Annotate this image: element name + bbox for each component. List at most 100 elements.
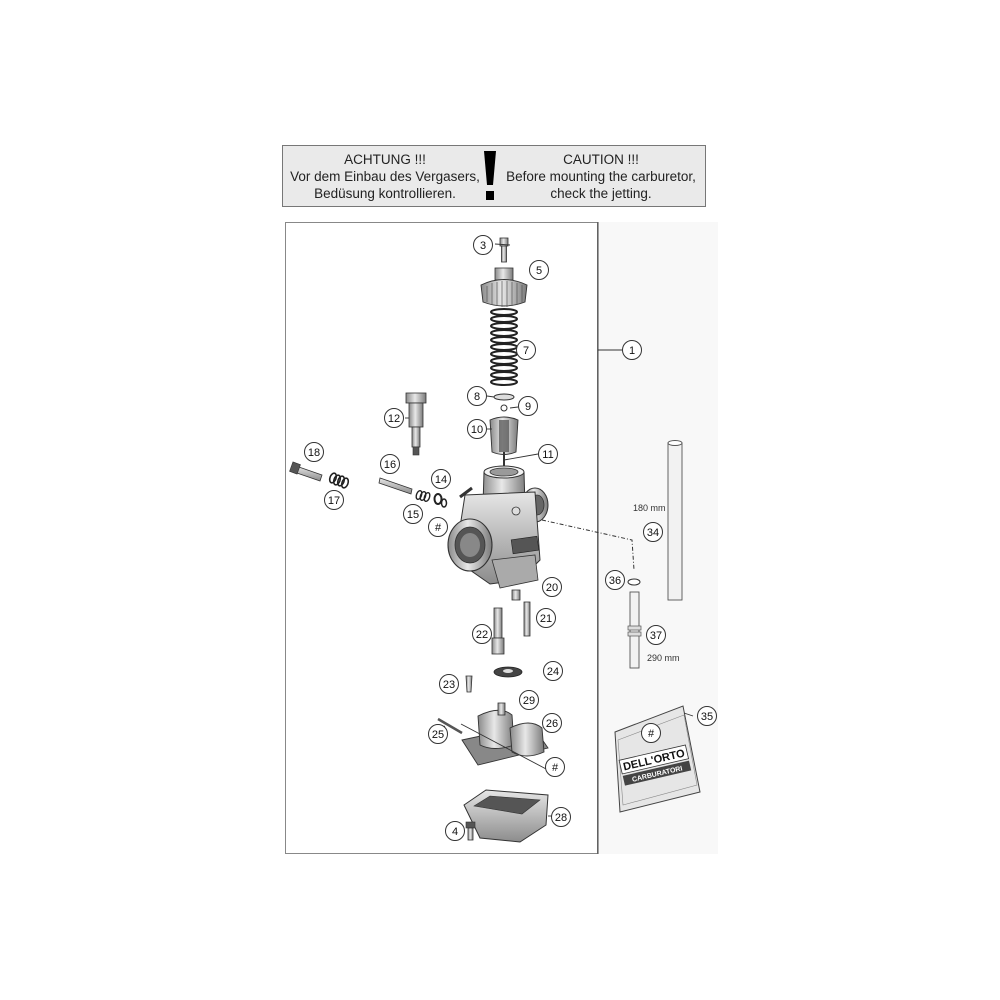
- callout-14: [431, 469, 451, 489]
- part-37-overflow-tube: [627, 591, 642, 669]
- part-3-adjust-screw: [499, 237, 509, 263]
- part-21-starter-jet: [523, 601, 531, 637]
- callout-7: [516, 340, 536, 360]
- part-5-top-cap: [480, 267, 528, 307]
- callout-15: [403, 504, 423, 524]
- part-36-tube-clip: [627, 578, 641, 586]
- callout-hash-3: [641, 723, 661, 743]
- part-22-atomizer: [491, 607, 505, 655]
- warning-en-line-2: Before mounting the carburetor,: [506, 169, 696, 184]
- callout-16: [380, 454, 400, 474]
- part-1-carburetor-body: [447, 465, 549, 589]
- callout-label-29: 29: [523, 695, 535, 707]
- part-35-jet-kit-bag: DELL'ORTO CARBURATORI: [614, 705, 701, 813]
- callout-label-26: 26: [546, 718, 558, 730]
- part-9-needle-clip: [500, 404, 508, 412]
- callout-label-21: 21: [540, 613, 552, 625]
- callout-label-35: 35: [701, 711, 713, 723]
- callout-11: [538, 444, 558, 464]
- part-18-idle-screw: [289, 461, 323, 482]
- part-29-float-valve: [497, 702, 506, 716]
- callout-label-9: 9: [525, 401, 531, 413]
- callout-label-4: 4: [452, 826, 458, 838]
- part-14-washer: [433, 493, 443, 505]
- callout-label-34: 34: [647, 527, 659, 539]
- exclamation-icon: [484, 151, 496, 200]
- callout-label-17: 17: [328, 495, 340, 507]
- callout-label-5: 5: [536, 265, 542, 277]
- callout-21: [536, 608, 556, 628]
- callout-34: [643, 522, 663, 542]
- callout-8: [467, 386, 487, 406]
- callout-17: [324, 490, 344, 510]
- part-7-spring: [490, 308, 518, 386]
- callout-18: [304, 442, 324, 462]
- callout-label-hash-2: #: [552, 762, 559, 774]
- part-23-float-needle: [465, 675, 473, 693]
- callout-label-15: 15: [407, 509, 419, 521]
- warning-german: ACHTUNG !!! Vor dem Einbau des Vergasers…: [285, 151, 485, 202]
- callout-20: [542, 577, 562, 597]
- callout-hash-2: [545, 757, 565, 777]
- warning-de-line-3: Bedüsung kontrollieren.: [314, 186, 456, 201]
- callout-24: [543, 661, 563, 681]
- part-15-air-spring: [415, 489, 431, 503]
- callout-36: [605, 570, 625, 590]
- callout-1: [622, 340, 642, 360]
- callout-25: [428, 724, 448, 744]
- dimension-290mm: 290 mm: [647, 653, 680, 663]
- callout-label-23: 23: [443, 679, 455, 691]
- callout-35: [697, 706, 717, 726]
- callout-label-24: 24: [547, 666, 559, 678]
- carburetor-panel: [285, 222, 598, 854]
- callout-labels: 1 3 4 5 7 8 9 10 11 12 14 15 16 17 18 20…: [308, 240, 713, 838]
- callout-4: [445, 821, 465, 841]
- callout-label-18: 18: [308, 447, 320, 459]
- callout-label-10: 10: [471, 424, 483, 436]
- callout-label-28: 28: [555, 812, 567, 824]
- callout-label-hash-3: #: [648, 728, 655, 740]
- callout-label-20: 20: [546, 582, 558, 594]
- callout-label-25: 25: [432, 729, 444, 741]
- callout-label-hash-1: #: [435, 522, 442, 534]
- callout-3: [473, 235, 493, 255]
- callout-label-3: 3: [480, 240, 486, 252]
- warning-english: CAUTION !!! Before mounting the carburet…: [501, 151, 701, 202]
- part-12-choke-plunger: [405, 392, 427, 456]
- callout-label-37: 37: [650, 630, 662, 642]
- callout-label-1: 1: [629, 345, 635, 357]
- callout-29: [519, 690, 539, 710]
- callout-23: [439, 674, 459, 694]
- part-16-air-screw: [378, 477, 413, 495]
- part-20-pilot-jet: [511, 589, 521, 601]
- callout-markers: [304, 235, 717, 841]
- callout-label-36: 36: [609, 575, 621, 587]
- callout-37: [646, 625, 666, 645]
- callout-label-22: 22: [476, 629, 488, 641]
- callout-label-11: 11: [542, 449, 553, 461]
- callout-28: [551, 807, 571, 827]
- warning-en-line-1: CAUTION !!!: [563, 152, 639, 167]
- callout-9: [518, 396, 538, 416]
- part-28-float-bowl: [463, 789, 549, 843]
- part-17-idle-spring: [328, 472, 350, 489]
- part-10-throttle-slide: [489, 416, 519, 455]
- callout-26: [542, 713, 562, 733]
- callout-5: [529, 260, 549, 280]
- callout-22: [472, 624, 492, 644]
- callout-label-14: 14: [435, 474, 447, 486]
- callout-10: [467, 419, 487, 439]
- part-26-float: [461, 709, 549, 766]
- part-24-main-jet: [493, 666, 523, 678]
- warning-de-line-2: Vor dem Einbau des Vergasers,: [290, 169, 480, 184]
- callout-label-7: 7: [523, 345, 529, 357]
- callout-hash-1: [428, 517, 448, 537]
- callout-label-8: 8: [474, 391, 480, 403]
- callout-label-16: 16: [384, 459, 396, 471]
- callout-label-12: 12: [388, 413, 400, 425]
- vent-line-dash: [541, 519, 635, 571]
- part-8-needle-plate: [493, 393, 515, 401]
- callout-12: [384, 408, 404, 428]
- part-hash-oring-1: [440, 498, 448, 508]
